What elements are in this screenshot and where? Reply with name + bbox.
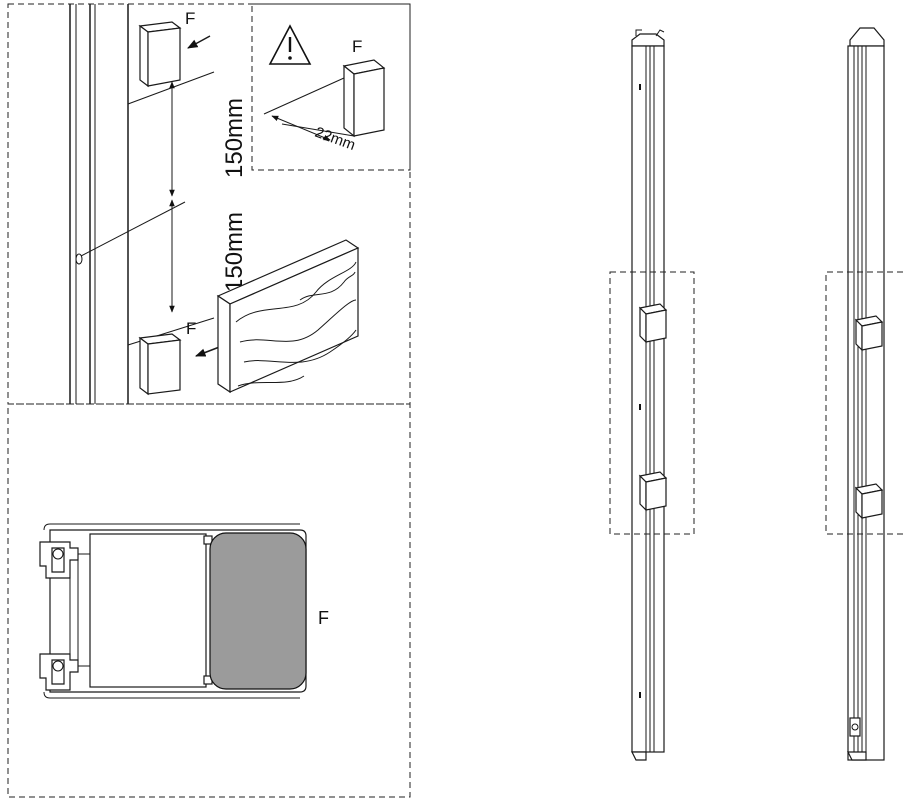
right-profile-assembly [825,27,903,761]
detail-panel-frame [7,3,411,405]
screw-leader-line [80,201,186,257]
section-panel-frame [7,403,411,798]
spacing-label-upper: 150mm [221,98,248,178]
right-profile-top-block [854,315,884,352]
force-label-top: F [185,9,195,28]
spacing-label-lower: 150mm [221,212,248,292]
top-spacer-block [138,21,182,88]
warning-inset: F 22mm [251,3,411,171]
bottom-spacer-block [138,333,182,396]
right-profile-bottom-block [854,483,884,520]
section-panel: F [7,403,411,798]
detail-panel: F 150mm 150mm F [7,3,411,405]
left-profile-bottom-block [638,471,668,512]
left-profile-assembly [609,29,695,761]
push-arrow-icon-top [187,35,211,49]
left-profile-detail-marker [609,271,695,535]
infill-block [209,532,307,690]
left-profile-top-block [638,303,668,344]
force-label-bottom: F [186,319,196,338]
warning-inset-frame [251,3,411,171]
frame-profile-lines [69,4,129,404]
screw-hole [75,253,83,265]
warning-spacer-block [342,59,386,138]
warning-triangle-icon [268,24,312,65]
wood-block-icon [216,239,360,394]
force-label-warning: F [352,37,362,56]
force-label-section: F [318,608,329,628]
